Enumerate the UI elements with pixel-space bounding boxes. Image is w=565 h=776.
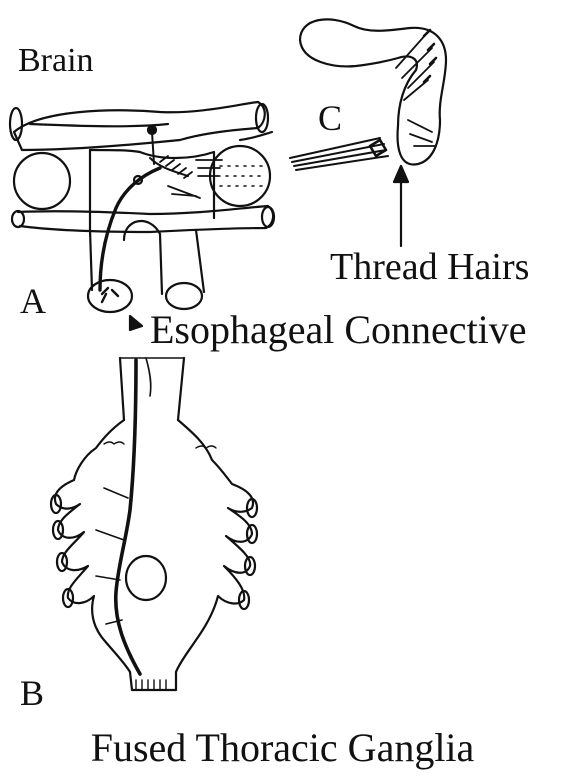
panel-a-label: A: [20, 283, 46, 319]
esophageal-arrowhead: [130, 316, 142, 330]
thread-hairs-arrowhead: [394, 166, 408, 182]
thread-hair-drawing: [290, 19, 446, 170]
brain-drawing: [10, 102, 274, 312]
thread-hairs-label: Thread Hairs: [330, 248, 529, 286]
panel-b-label: B: [20, 675, 44, 711]
fused-thoracic-ganglia-label: Fused Thoracic Ganglia: [0, 728, 565, 768]
esophageal-connective-label: Esophageal Connective: [150, 310, 527, 350]
ganglia-drawing: [51, 358, 257, 690]
panel-c-label: C: [318, 100, 342, 136]
brain-label: Brain: [18, 44, 94, 78]
